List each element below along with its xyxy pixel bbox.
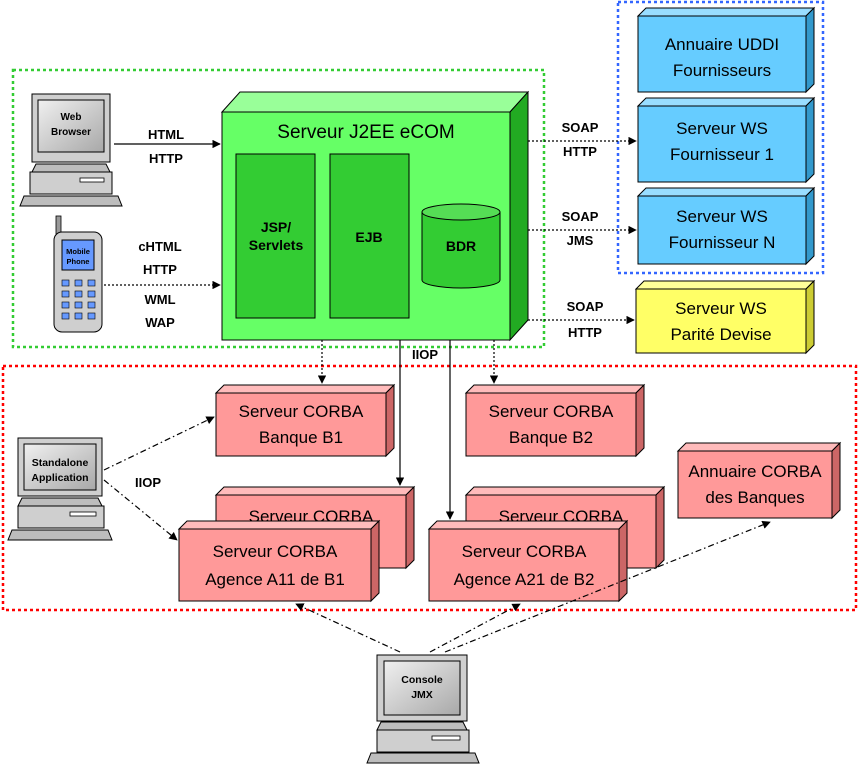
ejb-box xyxy=(329,153,410,319)
jsp-label-line2: Servlets xyxy=(249,237,304,253)
corba-agency-a21-box xyxy=(427,519,629,603)
bdr-database-icon xyxy=(421,203,501,289)
mobile-label-line2: Phone xyxy=(67,257,90,266)
corba-b1-label-line2: Banque B1 xyxy=(259,428,343,447)
ws-supplier-n-label-line1: Serveur WS xyxy=(676,207,768,226)
web-services-group xyxy=(616,0,825,275)
corba-group xyxy=(1,364,858,612)
web-tier-group xyxy=(11,68,546,349)
protocol-http-mobile: HTTP xyxy=(143,262,177,277)
protocol-chtml: cHTML xyxy=(138,239,181,254)
web-browser-computer-icon xyxy=(19,93,123,207)
uddi-registry-box xyxy=(636,6,816,94)
link-standalone-b1 xyxy=(103,416,215,471)
standalone-computer-icon xyxy=(7,437,113,541)
console-jmx-computer-icon xyxy=(366,654,480,764)
corba-b2-label-line1: Serveur CORBA xyxy=(489,402,614,421)
corba-a11-label-line1: Serveur CORBA xyxy=(213,542,338,561)
bdr-label: BDR xyxy=(446,238,476,254)
corba-a21-label-line1: Serveur CORBA xyxy=(462,542,587,561)
ws-supplier-n-box xyxy=(636,186,816,266)
protocol-http-browser: HTTP xyxy=(149,151,183,166)
web-browser-label-line1: Web xyxy=(61,112,82,123)
corba-a21-label-line2: Agence A21 de B2 xyxy=(454,570,595,589)
protocol-http-parity: HTTP xyxy=(568,325,602,340)
ws-supplier-n-label-line2: Fournisseur N xyxy=(669,233,776,252)
uddi-label-line1: Annuaire UDDI xyxy=(665,35,779,54)
ws-parity-label-line2: Parité Devise xyxy=(670,325,771,344)
corba-a11-label-line2: Agence A11 de B1 xyxy=(205,570,345,589)
protocol-html: HTML xyxy=(148,127,184,142)
console-label-line2: JMX xyxy=(411,689,433,701)
protocol-iiop-server: IIOP xyxy=(412,347,438,362)
protocol-soap-ws1: SOAP xyxy=(562,120,599,135)
ws-supplier-1-label-line1: Serveur WS xyxy=(676,119,768,138)
protocol-iiop-standalone: IIOP xyxy=(135,475,161,490)
ejb-label: EJB xyxy=(355,229,382,245)
link-console-a21 xyxy=(429,603,521,653)
standalone-label-line2: Application xyxy=(31,472,88,484)
mobile-label-line1: Mobile xyxy=(66,247,90,256)
corba-registry-label-line2: des Banques xyxy=(705,488,804,507)
protocol-soap-wsn: SOAP xyxy=(562,209,599,224)
corba-agency-a11-box xyxy=(177,519,381,603)
link-standalone-a11 xyxy=(103,479,178,541)
standalone-label-line1: Standalone xyxy=(32,457,89,469)
corba-b2-label-line2: Banque B2 xyxy=(509,428,593,447)
server-title: Serveur J2EE eCOM xyxy=(277,122,454,143)
corba-bank-b1-box xyxy=(214,383,396,458)
jsp-servlets-box xyxy=(235,153,316,319)
corba-b1-label-line1: Serveur CORBA xyxy=(239,402,364,421)
uddi-label-line2: Fournisseurs xyxy=(673,61,771,80)
web-browser-label-line2: Browser xyxy=(51,127,91,138)
link-console-registry xyxy=(444,520,771,653)
ws-parity-label-line1: Serveur WS xyxy=(675,299,767,318)
corba-registry-label-line1: Annuaire CORBA xyxy=(688,462,822,481)
protocol-http-ws1: HTTP xyxy=(563,144,597,159)
protocol-soap-parity: SOAP xyxy=(567,299,604,314)
mobile-phone-icon xyxy=(53,215,103,333)
ws-currency-parity-box xyxy=(634,279,816,355)
link-console-a11 xyxy=(295,603,401,653)
jsp-label-line1: JSP/ xyxy=(261,219,291,235)
protocol-wap: WAP xyxy=(145,315,175,330)
protocol-wml: WML xyxy=(144,292,175,307)
corba-bank-b2-box xyxy=(464,383,646,458)
ws-supplier-1-label-line2: Fournisseur 1 xyxy=(670,145,774,164)
ws-supplier-1-box xyxy=(636,96,816,184)
protocol-jms: JMS xyxy=(567,233,594,248)
corba-registry-box xyxy=(676,441,842,520)
console-label-line1: Console xyxy=(401,674,443,686)
